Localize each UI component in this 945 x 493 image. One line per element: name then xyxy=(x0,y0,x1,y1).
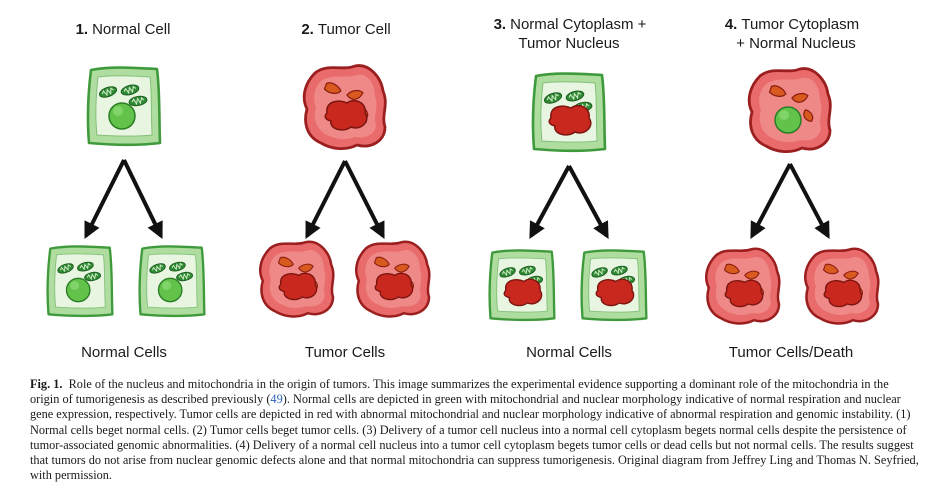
tumor-mitochondrion-icon xyxy=(843,270,859,280)
reference-link[interactable]: 49 xyxy=(270,392,283,407)
normal-mitochondrion-icon xyxy=(565,90,585,102)
normal-mitochondrion-icon xyxy=(519,265,536,276)
panel-3-title: 3.Normal Cytoplasm + xyxy=(494,16,647,33)
panel-4-result-label: Tumor Cells/Death xyxy=(729,344,853,361)
normal-mitochondrion-icon xyxy=(543,92,563,104)
panel-3-arrows xyxy=(529,165,609,239)
panel-2-offspring-cell-2 xyxy=(355,240,431,318)
diagram-canvas: 1.Normal Cell Normal Cells 2.Tumor Cell … xyxy=(46,16,880,361)
normal-mitochondrion-icon xyxy=(57,263,74,274)
panel-4-title: 4.Tumor Cytoplasm xyxy=(725,16,859,33)
tumor-nucleus xyxy=(503,278,543,307)
tumor-mitochondrion-icon xyxy=(744,270,760,280)
panel-3-offspring-cell-1 xyxy=(488,249,556,322)
caption-text-part-2: ). Normal cells are depicted in green wi… xyxy=(30,392,919,483)
normal-mitochondrion-icon xyxy=(169,261,186,272)
panel-1-offspring-cell-1 xyxy=(46,245,114,318)
tumor-mitochondrion-icon xyxy=(394,263,410,273)
tumor-mitochondrion-icon xyxy=(298,263,314,273)
panel-1-parent-cell xyxy=(86,66,162,147)
tumor-mitochondrion-icon xyxy=(803,109,814,123)
normal-mitochondrion-icon xyxy=(611,265,628,276)
nucleus-highlight xyxy=(113,106,123,116)
panel-2-result-label: Tumor Cells xyxy=(305,344,385,361)
tumor-nucleus xyxy=(724,279,764,308)
tumor-mitochondrion-icon xyxy=(768,85,787,97)
tumor-nucleus xyxy=(548,104,592,136)
figure-caption: Fig. 1. Role of the nucleus and mitochon… xyxy=(30,377,920,483)
nucleus-highlight xyxy=(162,281,172,290)
normal-mitochondrion-icon xyxy=(591,267,608,278)
panel-3-title-line-2: Tumor Nucleus xyxy=(518,35,619,52)
nucleus-highlight xyxy=(70,281,80,290)
tumor-nucleus xyxy=(595,278,635,307)
panel-4-title-line-2: + Normal Nucleus xyxy=(736,35,856,52)
panel-1-result-label: Normal Cells xyxy=(81,344,167,361)
normal-mitochondrion-icon xyxy=(77,261,94,272)
tumor-mitochondrion-icon xyxy=(323,82,342,94)
normal-mitochondrion-icon xyxy=(176,271,194,282)
tumor-nucleus xyxy=(324,99,368,131)
normal-mitochondrion-icon xyxy=(120,84,140,96)
panel-3-parent-cell xyxy=(531,72,607,153)
panel-1-arrows xyxy=(84,159,163,240)
panel-4-arrows xyxy=(750,163,830,239)
normal-mitochondrion-icon xyxy=(499,267,516,278)
nucleus-highlight xyxy=(779,110,789,120)
tumor-nucleus xyxy=(823,279,863,308)
panel-1-offspring-cell-2 xyxy=(138,245,206,318)
normal-mitochondrion-icon xyxy=(128,95,148,107)
panel-3: 3.Normal Cytoplasm + Tumor Nucleus Norma… xyxy=(488,16,648,361)
caption-text-part-1: Role of the nucleus and mitochondria in … xyxy=(30,377,889,407)
tumor-mitochondrion-icon xyxy=(723,263,740,275)
normal-mitochondrion-icon xyxy=(84,271,102,282)
normal-mitochondrion-icon xyxy=(149,263,166,274)
tumor-mitochondrion-icon xyxy=(822,263,839,275)
tumor-mitochondrion-icon xyxy=(277,256,294,268)
panel-4-offspring-cell-1 xyxy=(705,247,781,325)
normal-nucleus xyxy=(65,277,91,303)
panel-2-title: 2.Tumor Cell xyxy=(301,21,390,38)
normal-nucleus xyxy=(157,277,183,303)
tumor-mitochondrion-icon xyxy=(346,89,364,100)
tumor-nucleus xyxy=(278,272,318,301)
tumor-mitochondrion-icon xyxy=(791,92,809,103)
panel-1: 1.Normal Cell Normal Cells xyxy=(46,21,206,361)
normal-nucleus xyxy=(774,106,802,134)
normal-nucleus xyxy=(108,102,136,130)
panel-3-offspring-cell-2 xyxy=(580,249,648,322)
panel-1-title: 1.Normal Cell xyxy=(76,21,171,38)
panel-2: 2.Tumor Cell Tumor Cells xyxy=(259,21,431,361)
panel-2-parent-cell xyxy=(302,64,387,150)
panel-3-result-label: Normal Cells xyxy=(526,344,612,361)
tumor-mitochondrion-icon xyxy=(373,256,390,268)
tumor-nucleus xyxy=(374,272,414,301)
panel-2-arrows xyxy=(305,160,385,239)
normal-mitochondrion-icon xyxy=(98,86,118,98)
panel-2-offspring-cell-1 xyxy=(259,240,335,318)
panel-4-parent-cell xyxy=(747,67,832,153)
figure-label: Fig. 1. xyxy=(30,377,63,391)
panel-4-offspring-cell-2 xyxy=(804,247,880,325)
panel-4: 4.Tumor Cytoplasm + Normal Nucleus Tumor… xyxy=(705,16,880,361)
